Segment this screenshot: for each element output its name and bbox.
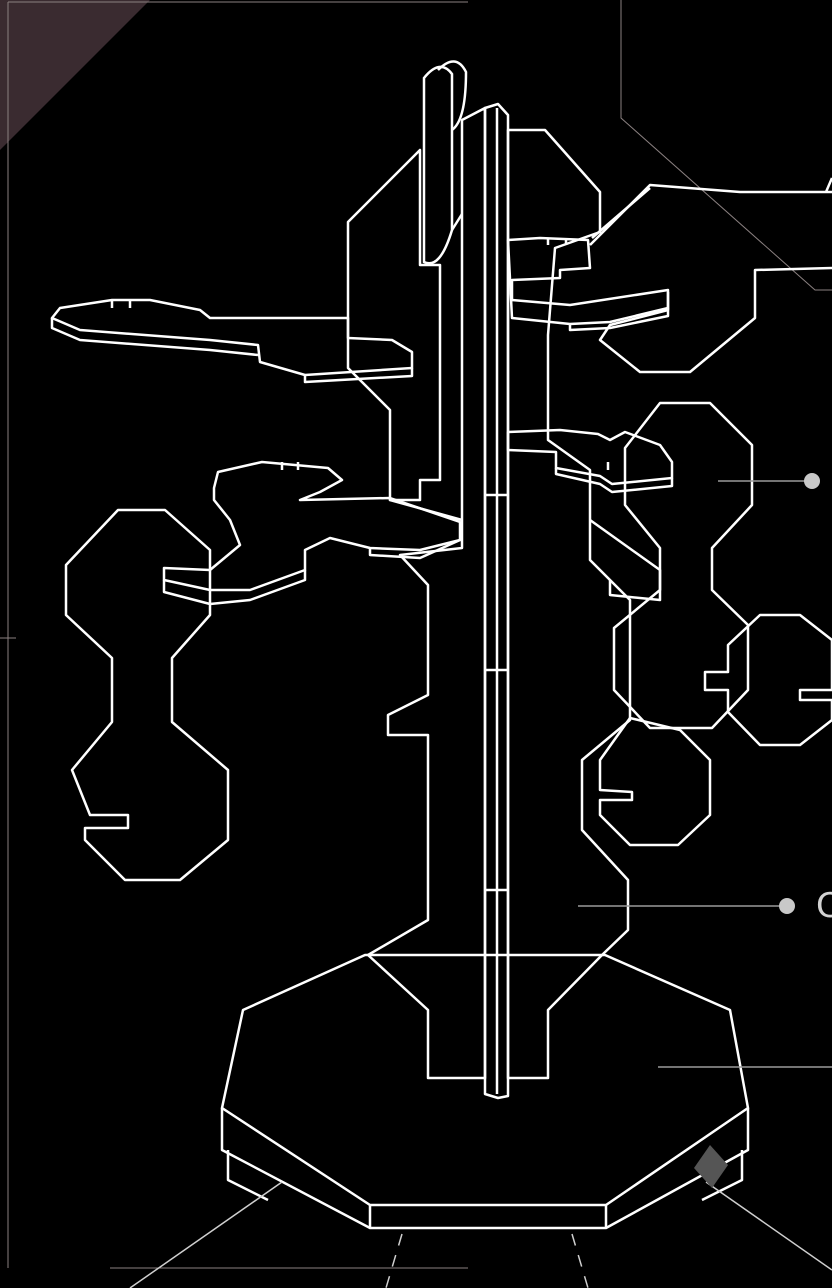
- base-perspective-lines: [129, 1181, 832, 1288]
- callout-dot-2: [779, 898, 795, 914]
- trunk-panel-left: [346, 148, 442, 502]
- hanging-shape-right-small: [703, 613, 832, 747]
- top-disc-front: [422, 65, 454, 265]
- trunk-body-right: [506, 128, 632, 1080]
- base-highlight-diamond: [694, 1145, 728, 1188]
- trunk-spine: [483, 102, 510, 1100]
- frame-right-angle: [620, 0, 832, 291]
- hanging-shape-right-upper: [612, 401, 754, 730]
- branch-right-upper-top: [506, 236, 670, 326]
- hanging-shape-left: [64, 508, 230, 882]
- branch-right-middle: [506, 428, 674, 494]
- branch-left-middle-top: [162, 460, 462, 592]
- hanging-shape-left-outline: [64, 508, 230, 882]
- callout-dot-1: [804, 473, 820, 489]
- hanging-shape-right: [589, 401, 832, 847]
- top-disc: [422, 60, 468, 265]
- callout-label-2: C: [816, 886, 832, 926]
- hanging-shape-right-lower: [598, 716, 712, 847]
- base-front-left: [220, 1108, 750, 1230]
- branch-left-upper-top: [50, 298, 414, 377]
- branch-left-upper: [50, 298, 414, 384]
- trunk-body-left: [366, 106, 487, 1080]
- branch-left-middle: [162, 460, 462, 606]
- branch-right-upper: [506, 236, 670, 332]
- base-leg-right: [701, 1150, 744, 1202]
- branch-right-middle-top: [506, 428, 674, 486]
- top-disc-back: [437, 60, 468, 132]
- base-leg-left: [226, 1150, 269, 1202]
- shape-right-top: [589, 177, 832, 374]
- callouts: [578, 473, 832, 1068]
- trunk: [346, 102, 632, 1100]
- corner-tint: [0, 0, 150, 150]
- shape-right-top-outline: [598, 266, 832, 374]
- base-platform: [220, 953, 750, 1230]
